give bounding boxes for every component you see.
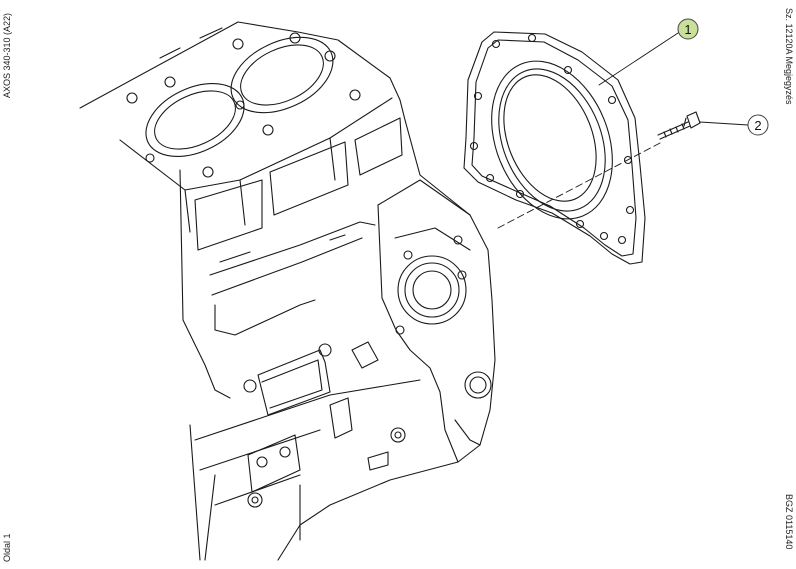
callout-1-circle bbox=[677, 18, 699, 40]
callout-1[interactable]: 1 bbox=[677, 18, 699, 40]
callout-1-number: 1 bbox=[684, 22, 691, 37]
callout-2-number: 2 bbox=[754, 118, 761, 133]
center-line bbox=[497, 142, 661, 229]
screw-part bbox=[657, 111, 701, 140]
callout-2[interactable]: 2 bbox=[747, 114, 769, 136]
leader-line-1 bbox=[598, 32, 679, 86]
leader-line-2 bbox=[699, 121, 749, 126]
engine-block bbox=[79, 21, 496, 561]
seal-carrier-part bbox=[463, 31, 646, 265]
callout-2-circle bbox=[747, 114, 769, 136]
